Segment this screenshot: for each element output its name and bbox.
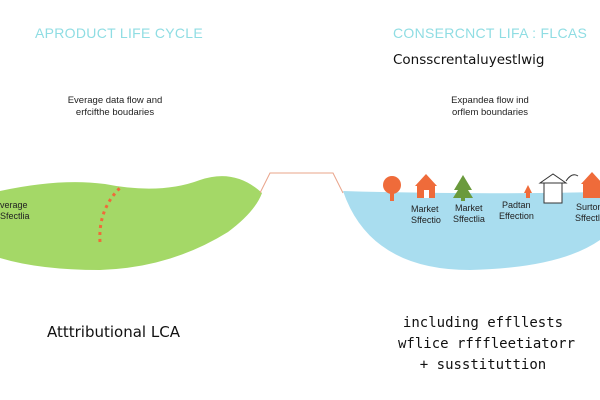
right-caption-line1: including effllests: [402, 315, 564, 331]
left-field: [0, 176, 262, 270]
basin-label-1-line2: Sffectio: [411, 215, 441, 225]
basin-label-3-line2: Effection: [499, 211, 534, 221]
left-description-line1: Everage data flow and: [67, 95, 163, 106]
right-basin: [343, 191, 600, 270]
small-tree-icon: [524, 185, 532, 198]
right-caption-line2: wflice rfffleetiatorr: [398, 336, 576, 352]
right-description-line2: orflem boundaries: [451, 107, 529, 118]
basin-label-1-line1: Market: [411, 204, 439, 214]
house-icon-right: [581, 172, 600, 198]
basin-label-3-line1: Padtan: [502, 200, 531, 210]
left-description-line2: erfcifthe boudaries: [75, 107, 155, 118]
right-panel-subtitle: Consscrentaluyestlwig: [393, 52, 545, 68]
central-plateau: [259, 172, 344, 194]
pine-tree-icon: [453, 175, 473, 201]
house-icon: [415, 174, 437, 198]
basin-label-2-line2: Sffectlia: [453, 214, 485, 224]
right-description-line1: Expandea flow ind: [451, 95, 529, 106]
left-panel-title: APRODUCT LIFE CYCLE: [35, 25, 204, 41]
basin-label-4-line1: Surton: [576, 202, 600, 212]
left-field-label-line1: verage: [0, 200, 28, 210]
round-tree-icon: [383, 176, 401, 201]
right-caption-line3: + susstituttion: [419, 357, 547, 373]
left-field-label-line2: Sfectlia: [0, 211, 30, 221]
right-caption: including effllests wflice rfffleetiator…: [398, 313, 576, 376]
right-description: Expandea flow ind orflem boundaries: [420, 95, 560, 119]
left-caption: Atttributional LCA: [47, 323, 180, 341]
box-building-icon: [538, 173, 579, 204]
basin-label-4-line2: Sffectlia: [575, 213, 600, 223]
data-flow-path: [98, 184, 124, 243]
right-panel-title: CONSERCNCT LIFA : FLCAS: [393, 25, 588, 41]
left-description: Everage data flow and erfcifthe boudarie…: [45, 95, 185, 119]
basin-label-2-line1: Market: [455, 203, 483, 213]
